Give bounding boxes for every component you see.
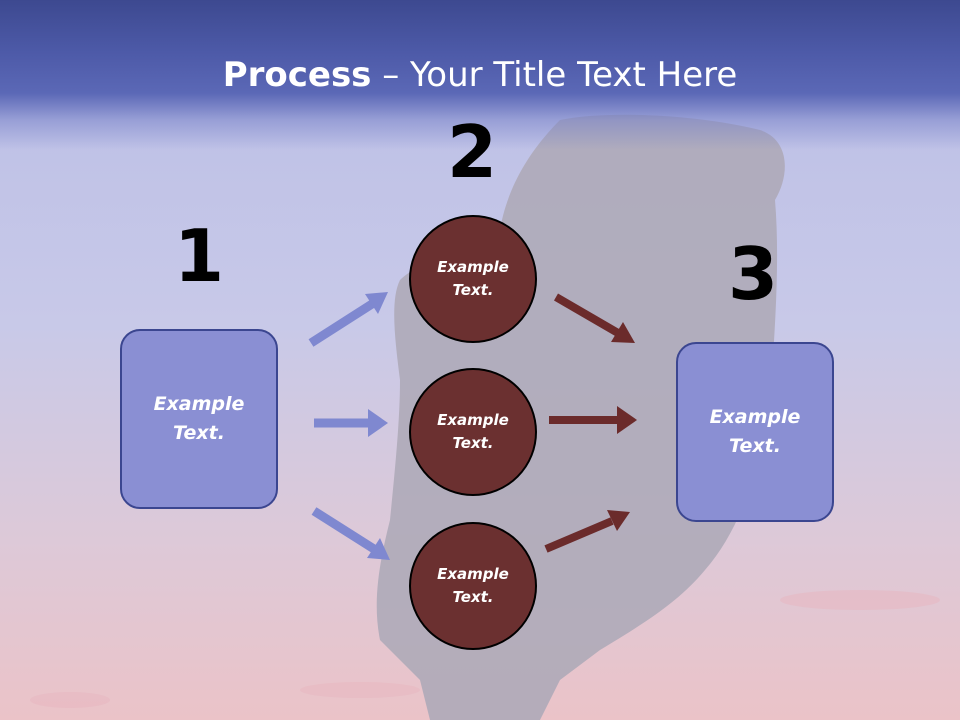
step-number-3: 3	[727, 232, 779, 316]
circle-bottom[interactable]: Example Text.	[409, 522, 537, 650]
circle-middle[interactable]: Example Text.	[409, 368, 537, 496]
circle-top-line1: Example	[437, 258, 509, 276]
left-text-box[interactable]: Example Text.	[120, 329, 278, 509]
arrow-right-middle	[549, 406, 637, 434]
title-bold: Process	[222, 55, 372, 95]
step-number-1: 1	[173, 214, 225, 298]
circle-top[interactable]: Example Text.	[409, 215, 537, 343]
circle-middle-line1: Example	[437, 411, 509, 429]
arrow-right-up	[544, 510, 630, 553]
circle-bottom-line1: Example	[437, 565, 509, 583]
circle-bottom-line2: Text.	[452, 588, 494, 606]
title-band	[0, 0, 960, 150]
left-box-line2: Text.	[173, 422, 225, 444]
arrow-left-down	[311, 507, 390, 560]
arrow-left-up	[308, 292, 388, 347]
right-text-box[interactable]: Example Text.	[676, 342, 834, 522]
circle-top-line2: Text.	[452, 281, 494, 299]
right-box-line2: Text.	[729, 435, 781, 457]
right-box-line1: Example	[709, 406, 801, 428]
step-number-2: 2	[446, 110, 498, 194]
left-box-line1: Example	[153, 393, 245, 415]
slide-title: Process – Your Title Text Here	[0, 52, 960, 98]
circle-middle-line2: Text.	[452, 434, 494, 452]
arrow-right-down	[553, 293, 635, 343]
arrow-left-middle	[314, 409, 388, 437]
title-rest: – Your Title Text Here	[371, 55, 738, 95]
